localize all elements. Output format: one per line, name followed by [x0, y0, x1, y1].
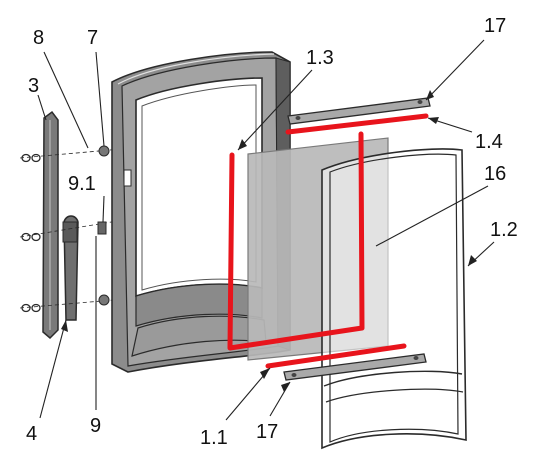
gasket-1-4-top-seal [285, 113, 429, 135]
leader-8 [43, 51, 89, 149]
leader-1-3 [237, 69, 313, 151]
gasket-1-1-bottom-seal [265, 343, 407, 369]
leader-7 [95, 51, 105, 147]
leader-4 [39, 319, 67, 419]
washer-part-7 [98, 145, 110, 157]
hinge-bar [42, 110, 59, 340]
callout-labels: 8 7 3 9.1 4 9 1.3 17 1.4 16 1.2 1.1 17 [26, 15, 518, 449]
gasket-1-3-glass-seal [227, 131, 365, 351]
label-part-9: 9 [90, 415, 101, 437]
label-part-1-3: 1.3 [306, 47, 334, 69]
pin-part-9-1 [97, 221, 107, 235]
leader-17-top [425, 39, 485, 101]
label-part-1-4: 1.4 [475, 131, 503, 153]
label-part-1-1: 1.1 [200, 427, 228, 449]
gasket-highlights [227, 113, 429, 369]
label-part-4: 4 [26, 423, 37, 445]
leader-16 [375, 185, 489, 247]
leader-1-1 [225, 367, 271, 421]
bottom-glass-clamp-strip [283, 353, 427, 381]
outer-door-front [321, 148, 467, 450]
door-handle [62, 215, 79, 321]
leader-arrowheads [61, 90, 477, 392]
label-part-8: 8 [33, 27, 44, 49]
washer-part-7-lower [98, 294, 110, 306]
top-glass-clamp-strip [287, 97, 431, 125]
fastener-row-middle [19, 213, 161, 242]
label-part-16: 16 [484, 163, 506, 185]
fastener-row-bottom [19, 295, 161, 313]
label-part-3: 3 [28, 75, 39, 97]
label-part-17-bottom: 17 [256, 421, 278, 443]
leader-lines [37, 39, 495, 421]
leader-3 [37, 94, 47, 121]
label-part-17-top: 17 [484, 15, 506, 37]
label-part-1-2: 1.2 [490, 219, 518, 241]
leader-9-1 [102, 195, 105, 223]
label-part-9-1: 9.1 [68, 173, 96, 195]
leader-17-bottom [269, 381, 291, 417]
label-part-7: 7 [87, 27, 98, 49]
